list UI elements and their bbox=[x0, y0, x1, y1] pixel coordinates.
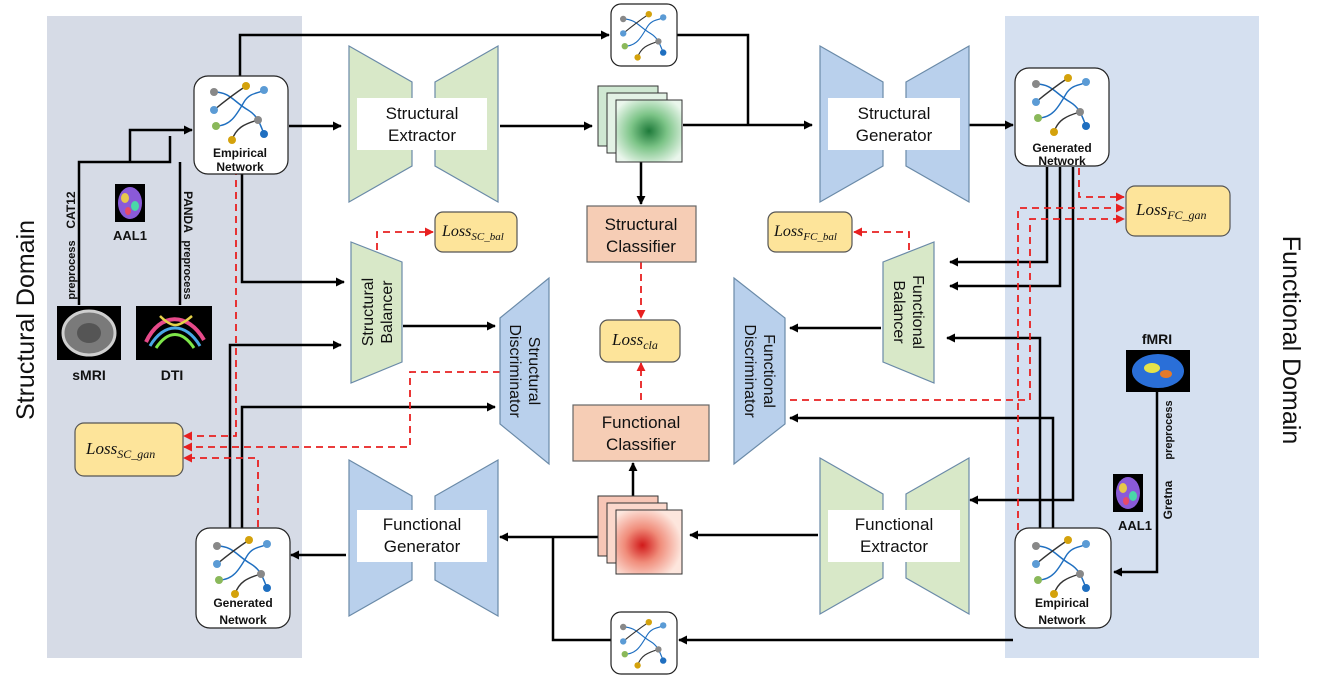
svg-text:LossFC_gan: LossFC_gan bbox=[1135, 200, 1207, 222]
aal1-atlas-right bbox=[1113, 474, 1143, 512]
aal1-label-left: AAL1 bbox=[113, 228, 147, 243]
fmri-label: fMRI bbox=[1142, 331, 1172, 347]
functional-classifier: Functional Classifier bbox=[572, 404, 710, 462]
svg-text:Network: Network bbox=[216, 160, 264, 174]
svg-text:Structural: Structural bbox=[605, 215, 678, 234]
svg-text:LossFC_bal: LossFC_bal bbox=[773, 223, 837, 243]
svg-text:Functional: Functional bbox=[909, 275, 926, 349]
dti-image bbox=[136, 306, 212, 360]
svg-text:Functional: Functional bbox=[383, 515, 461, 534]
gretna-label: Gretna bbox=[1161, 480, 1175, 519]
structural-feature-maps bbox=[597, 85, 683, 163]
svg-text:Generator: Generator bbox=[856, 126, 933, 145]
svg-text:Balancer: Balancer bbox=[890, 280, 907, 344]
functional-domain-label: Functional Domain bbox=[1277, 236, 1305, 444]
svg-text:Empirical: Empirical bbox=[213, 146, 267, 160]
functional-extractor: Functional Extractor bbox=[819, 456, 970, 616]
svg-text:Classifier: Classifier bbox=[606, 237, 676, 256]
loss-sc-gan: LossSC_gan bbox=[74, 422, 184, 477]
top-graph bbox=[610, 3, 678, 67]
structural-discriminator: Structural Discriminator bbox=[499, 276, 550, 466]
loss-fc-gan: LossFC_gan bbox=[1125, 185, 1231, 237]
generated-network-right: Generated Network bbox=[1014, 67, 1110, 168]
functional-generator: Functional Generator bbox=[348, 458, 499, 618]
generated-network-left: Generated Network bbox=[195, 527, 291, 629]
svg-text:Balancer: Balancer bbox=[379, 280, 396, 344]
svg-text:Structural: Structural bbox=[386, 104, 459, 123]
empirical-network-left: Empirical Network bbox=[193, 75, 289, 175]
loss-fc-bal: LossFC_bal bbox=[767, 211, 853, 253]
svg-text:LossSC_gan: LossSC_gan bbox=[85, 439, 155, 461]
svg-text:Functional: Functional bbox=[602, 413, 680, 432]
preprocess-label-left-1: preprocess bbox=[66, 240, 78, 299]
preprocess-label-right: preprocess bbox=[1163, 400, 1175, 459]
svg-text:Generator: Generator bbox=[384, 537, 461, 556]
svg-text:Network: Network bbox=[1038, 613, 1086, 627]
functional-discriminator: Functional Discriminator bbox=[733, 276, 786, 466]
svg-text:Structural: Structural bbox=[858, 104, 931, 123]
dti-label: DTI bbox=[161, 367, 184, 383]
loss-cla: Losscla bbox=[599, 319, 681, 363]
svg-text:Generated: Generated bbox=[1032, 141, 1091, 155]
svg-text:Functional: Functional bbox=[855, 515, 933, 534]
cat12-label: CAT12 bbox=[64, 191, 78, 228]
svg-text:Network: Network bbox=[219, 613, 267, 627]
svg-text:Empirical: Empirical bbox=[1035, 596, 1089, 610]
smri-label: sMRI bbox=[72, 367, 105, 383]
functional-feature-maps bbox=[597, 495, 683, 575]
smri-image bbox=[57, 306, 121, 360]
fmri-image bbox=[1126, 350, 1190, 392]
svg-text:Structural: Structural bbox=[525, 337, 542, 405]
svg-text:Network: Network bbox=[1038, 154, 1086, 168]
functional-balancer: Functional Balancer bbox=[882, 241, 935, 384]
structural-generator: Structural Generator bbox=[819, 44, 970, 204]
svg-text:Discriminator: Discriminator bbox=[741, 324, 758, 418]
aal1-atlas-left bbox=[115, 184, 145, 222]
svg-text:Discriminator: Discriminator bbox=[506, 324, 523, 418]
structural-balancer: Structural Balancer bbox=[350, 241, 403, 384]
svg-text:LossSC_bal: LossSC_bal bbox=[441, 223, 504, 243]
svg-text:Classifier: Classifier bbox=[606, 435, 676, 454]
bottom-graph bbox=[610, 611, 678, 675]
svg-text:Functional: Functional bbox=[760, 334, 777, 408]
panda-label: PANDA bbox=[181, 191, 195, 233]
loss-sc-bal: LossSC_bal bbox=[434, 211, 518, 253]
structural-domain-label: Structural Domain bbox=[12, 220, 40, 420]
aal1-label-right: AAL1 bbox=[1118, 518, 1152, 533]
svg-text:Generated: Generated bbox=[213, 596, 272, 610]
svg-text:Extractor: Extractor bbox=[860, 537, 928, 556]
structural-extractor: Structural Extractor bbox=[348, 44, 499, 204]
svg-text:Losscla: Losscla bbox=[611, 330, 658, 352]
svg-text:Extractor: Extractor bbox=[388, 126, 456, 145]
empirical-network-right: Empirical Network bbox=[1014, 527, 1112, 629]
svg-text:Structural: Structural bbox=[360, 278, 377, 346]
preprocess-label-left-2: preprocess bbox=[181, 240, 193, 299]
structural-classifier: Structural Classifier bbox=[586, 205, 697, 263]
